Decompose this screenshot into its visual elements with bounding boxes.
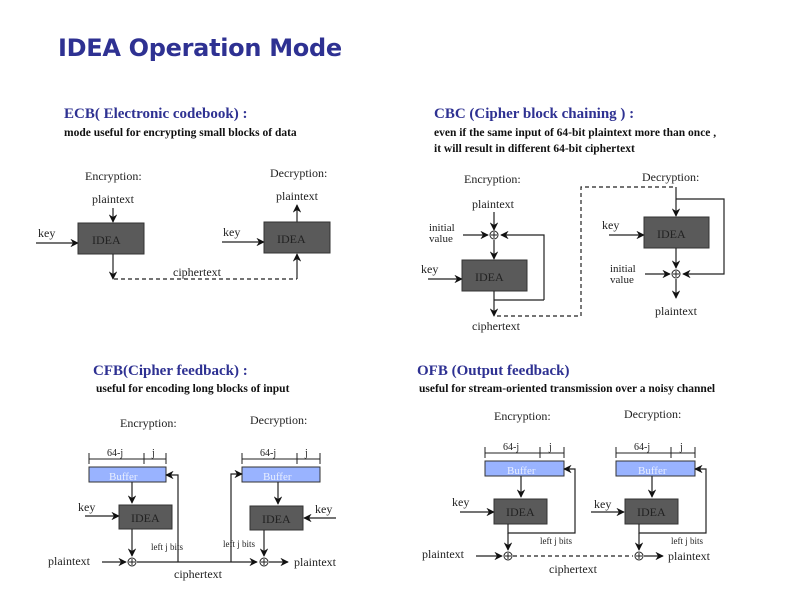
cbc-dec-value: value (610, 274, 634, 286)
ofb-enc-seg-b: j (548, 442, 552, 453)
cbc-dec-key: key (602, 218, 619, 232)
cbc-dec-plaintext: plaintext (655, 304, 698, 318)
cfb-enc-idea-box (118, 504, 173, 530)
ofb-enc-plaintext: plaintext (422, 547, 465, 561)
ofb-dec-idea-label: IDEA (637, 505, 666, 519)
ecb-enc-idea-label: IDEA (92, 233, 121, 247)
ofb-description: useful for stream-oriented transmission … (419, 383, 716, 395)
cfb-dec-feedback-line (230, 469, 243, 562)
cfb-enc-key: key (78, 500, 95, 514)
cfb-ciphertext-label: ciphertext (174, 567, 223, 581)
ofb-dec-key: key (594, 497, 611, 511)
ofb-decryption-label: Decryption: (624, 407, 681, 421)
ofb-enc-seg-a: 64-j (503, 442, 519, 453)
cbc-enc-initial: initial (429, 222, 455, 234)
cfb-title: CFB(Cipher feedback) : (93, 363, 248, 379)
cfb-enc-feedback-line (165, 470, 179, 562)
ecb-enc-plaintext: plaintext (92, 192, 135, 206)
ofb-dec-idea-box (624, 498, 679, 525)
cbc-enc-idea-label: IDEA (475, 270, 504, 284)
cbc-enc-ciphertext: ciphertext (472, 319, 521, 333)
cbc-dec-initial: initial (610, 263, 636, 275)
ecb-ciphertext-label: ciphertext (173, 265, 222, 279)
ofb-dec-left-bits: left j bits (671, 536, 703, 546)
page-title: IDEA Operation Mode (58, 34, 342, 62)
cfb-dec-left-bits: left j bits (223, 539, 255, 549)
cfb-dec-key: key (315, 502, 332, 516)
ofb-ciphertext-label: ciphertext (549, 562, 598, 576)
ofb-dec-seg-b: j (679, 442, 683, 453)
cfb-dec-plaintext: plaintext (294, 555, 337, 569)
ofb-enc-idea-label: IDEA (506, 505, 535, 519)
cfb-dec-seg-b: j (304, 448, 308, 459)
cfb-enc-seg-a: 64-j (107, 448, 123, 459)
ofb-encryption-label: Encryption: (494, 409, 551, 423)
cfb-dec-idea-box (249, 505, 304, 531)
ecb-dec-idea-box (263, 221, 331, 254)
cfb-enc-idea-label: IDEA (131, 511, 160, 525)
ofb-dec-buffer-label: Buffer (638, 465, 667, 477)
ofb-diagram: Encryption: Decryption: 64-j j Buffer ke… (422, 407, 711, 576)
cbc-dec-idea-label: IDEA (657, 227, 686, 241)
cfb-dec-buffer-label: Buffer (263, 471, 292, 483)
cfb-description: useful for encoding long blocks of input (96, 383, 290, 395)
ecb-description: mode useful for encrypting small blocks … (64, 127, 297, 139)
cbc-title: CBC (Cipher block chaining ) : (434, 106, 635, 122)
ofb-enc-left-bits: left j bits (540, 536, 572, 546)
ofb-dec-seg-a: 64-j (634, 442, 650, 453)
ecb-enc-idea-box (77, 222, 145, 255)
cfb-enc-left-bits: left j bits (151, 542, 183, 552)
cbc-description-line2: it will result in different 64-bit ciphe… (434, 143, 635, 155)
cfb-diagram: Encryption: Decryption: 64-j j Buffer ke… (48, 413, 337, 581)
ofb-dec-plaintext: plaintext (668, 549, 711, 563)
cfb-enc-buffer-label: Buffer (109, 471, 138, 483)
cbc-dec-idea-box (643, 216, 710, 249)
ofb-enc-buffer-label: Buffer (507, 465, 536, 477)
cbc-description-line1: even if the same input of 64-bit plainte… (434, 127, 717, 139)
cbc-diagram: Encryption: Decryption: plaintext initia… (421, 170, 725, 333)
cbc-decryption-label: Decryption: (642, 170, 699, 184)
ecb-encryption-label: Encryption: (85, 169, 142, 183)
ofb-dec-feedback-line (638, 464, 707, 534)
ecb-dec-key: key (223, 225, 240, 239)
ecb-decryption-label: Decryption: (270, 166, 327, 180)
cbc-enc-value: value (429, 233, 453, 245)
cbc-enc-idea-box (461, 259, 528, 292)
ecb-dec-idea-label: IDEA (277, 232, 306, 246)
cfb-encryption-label: Encryption: (120, 416, 177, 430)
ofb-enc-feedback-line (507, 464, 576, 534)
ecb-title: ECB( Electronic codebook) : (64, 106, 248, 122)
ecb-diagram: Encryption: Decryption: plaintext key ID… (36, 166, 331, 280)
cfb-enc-seg-b: j (151, 448, 155, 459)
cfb-dec-idea-label: IDEA (262, 512, 291, 526)
cfb-dec-seg-a: 64-j (260, 448, 276, 459)
ecb-dec-plaintext: plaintext (276, 189, 319, 203)
ecb-enc-key: key (38, 226, 55, 240)
ofb-enc-key: key (452, 495, 469, 509)
cbc-dec-feedback-line (676, 198, 725, 279)
cbc-encryption-label: Encryption: (464, 172, 521, 186)
cfb-enc-plaintext: plaintext (48, 554, 91, 568)
cfb-decryption-label: Decryption: (250, 413, 307, 427)
cbc-enc-feedback-line (500, 230, 545, 300)
ofb-title: OFB (Output feedback) (417, 363, 570, 379)
cbc-enc-key: key (421, 262, 438, 276)
cbc-enc-plaintext: plaintext (472, 197, 515, 211)
ofb-enc-idea-box (493, 498, 548, 525)
cbc-ciphertext-dashed-line (497, 186, 676, 317)
